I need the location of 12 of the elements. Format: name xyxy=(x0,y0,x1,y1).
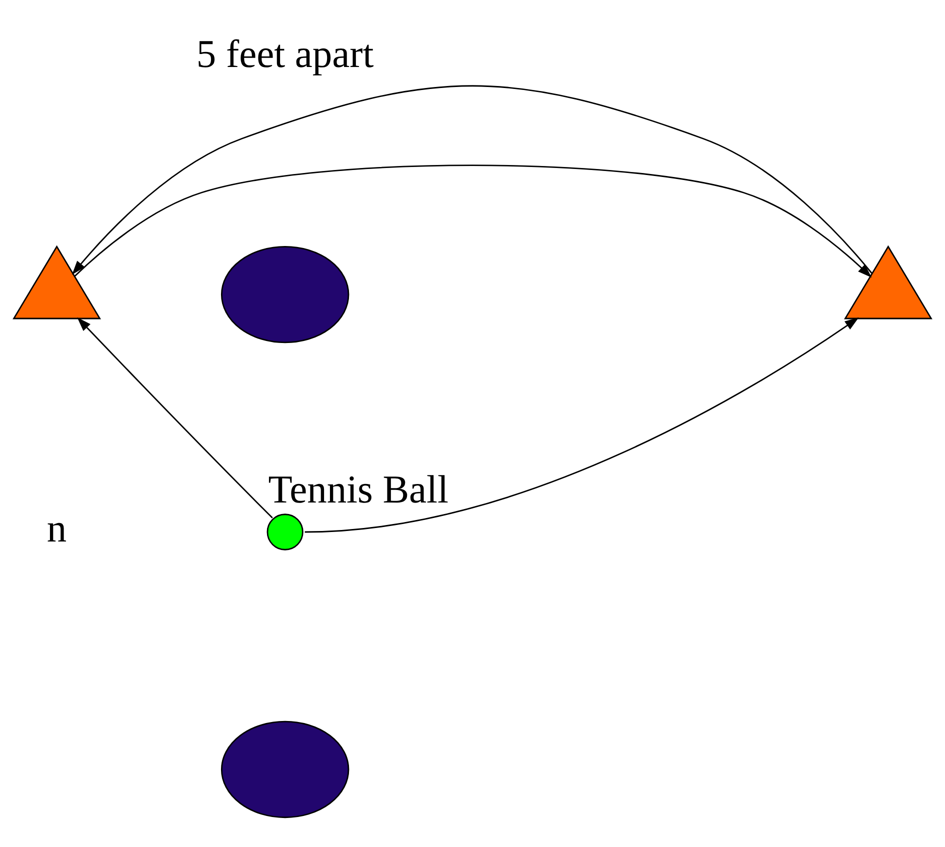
node-circle xyxy=(266,514,304,550)
node-triangle xyxy=(12,245,102,320)
arrow xyxy=(72,85,872,275)
label: 5 feet apart xyxy=(196,32,374,76)
node-ellipse xyxy=(220,720,350,818)
node-ellipse xyxy=(220,246,350,344)
arrow xyxy=(77,317,273,518)
arrow xyxy=(304,317,859,533)
node-label: Tennis Ball xyxy=(268,467,448,512)
arrow xyxy=(74,164,872,278)
label: n xyxy=(46,506,67,551)
node-triangle xyxy=(844,245,932,320)
